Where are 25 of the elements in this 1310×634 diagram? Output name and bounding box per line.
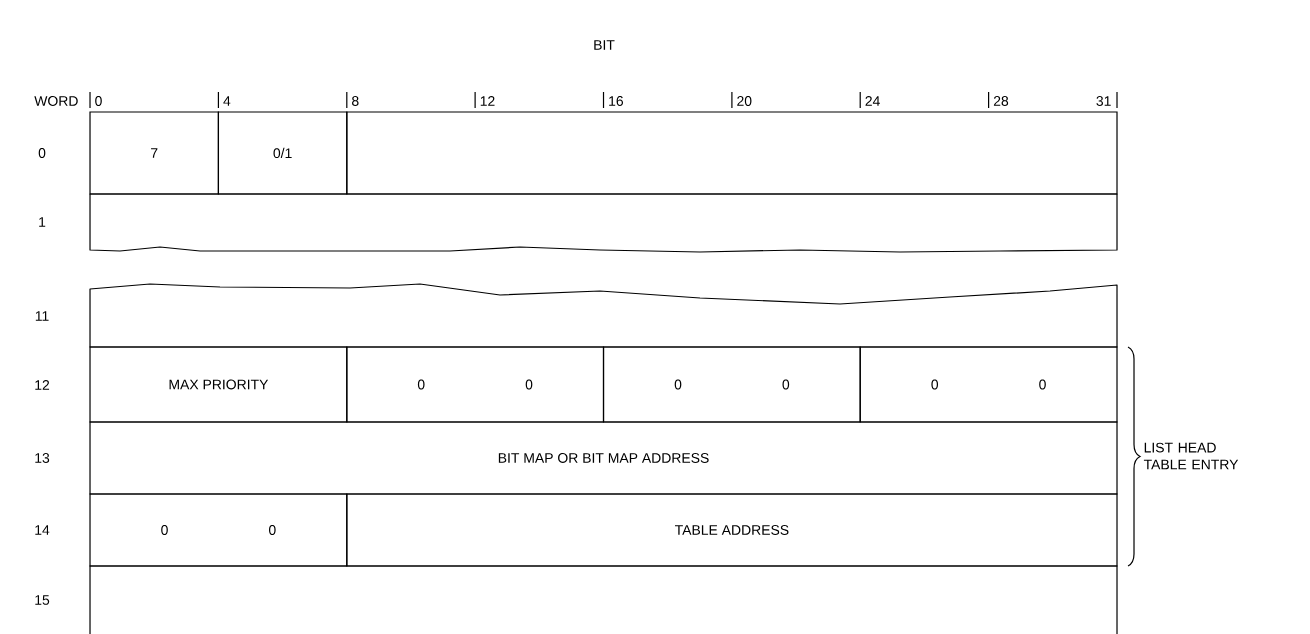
register-field: 0 0 — [602, 346, 861, 423]
brace-label: LIST HEAD TABLE ENTRY — [1143, 442, 1239, 470]
word-number: 11 — [35, 311, 49, 321]
empty-field — [89, 193, 1118, 253]
register-field: 7 — [89, 111, 219, 195]
empty-field — [89, 283, 1118, 348]
word-number: 14 — [35, 525, 50, 535]
word-number: 1 — [39, 217, 46, 227]
register-field: 0 0 — [346, 346, 605, 423]
empty-field — [89, 565, 1118, 634]
register-field: TABLE ADDRESS — [346, 493, 1118, 567]
empty-field — [346, 111, 1118, 195]
axis-title: WORD — [34, 96, 78, 106]
register-field: 0 0 — [859, 346, 1118, 423]
bit-number: 8 — [352, 96, 359, 106]
word-number: 15 — [35, 595, 50, 605]
register-field: 0/1 — [217, 111, 348, 195]
register-field: 0 0 — [89, 493, 348, 567]
word-number: 13 — [35, 453, 50, 463]
word-number: 0 — [38, 148, 46, 158]
register-field: MAX PRIORITY — [89, 346, 348, 423]
axis-title: BIT — [594, 40, 615, 50]
register-field: BIT MAP OR BIT MAP ADDRESS — [89, 421, 1118, 495]
word-number: 12 — [35, 380, 50, 390]
bit-number: 4 — [223, 96, 231, 106]
